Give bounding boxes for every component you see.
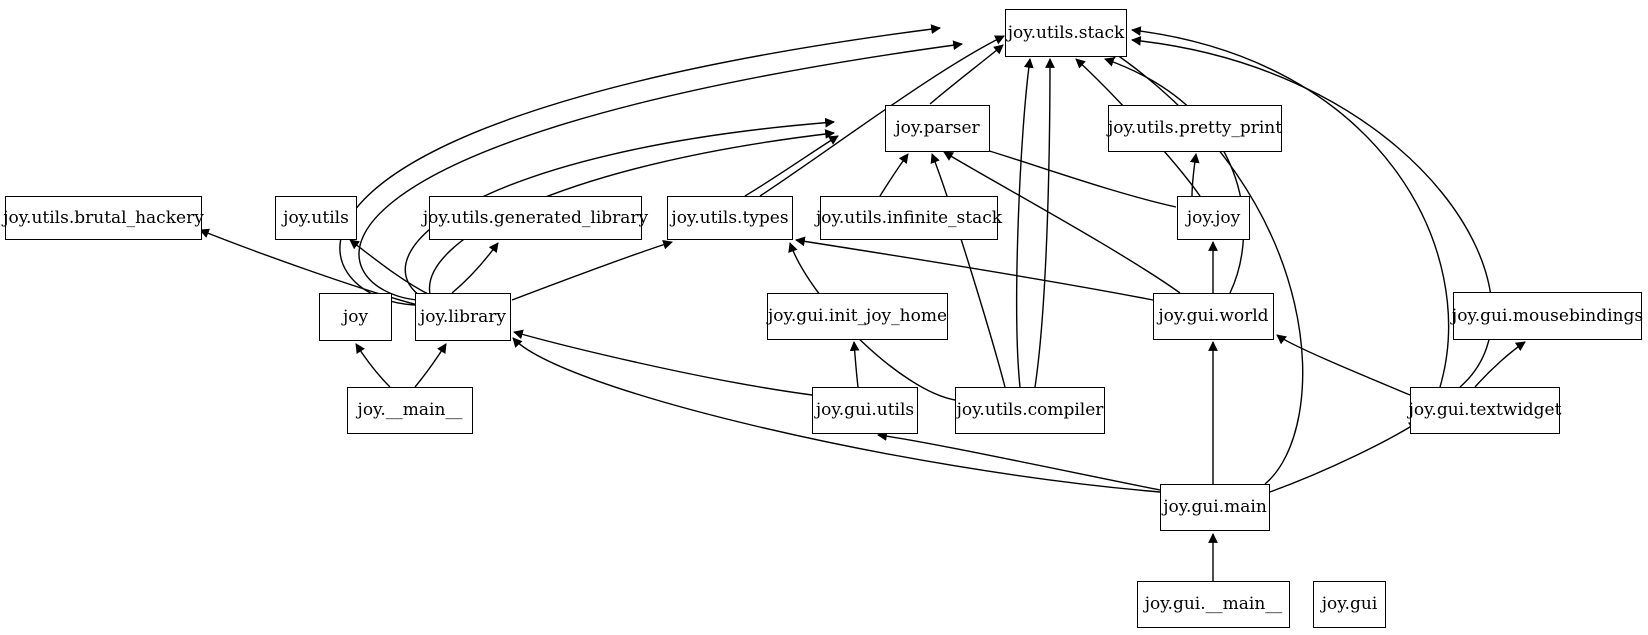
graph-edge xyxy=(1104,57,1245,294)
graph-edge xyxy=(759,35,1005,197)
graph-edge xyxy=(929,44,1004,105)
graph-node-label: joy.utils xyxy=(283,207,349,228)
graph-node-joy-gui[interactable]: joy.gui xyxy=(1313,581,1386,628)
graph-edge xyxy=(358,40,963,301)
graph-node-label: joy.utils.brutal_hackery xyxy=(3,207,204,228)
graph-node-label: joy.gui.init_joy_home xyxy=(767,306,948,326)
graph-node-label: joy.gui.world xyxy=(1158,306,1269,326)
graph-node-joy-library[interactable]: joy.library xyxy=(415,293,511,341)
graph-node-joy-utils-brutal-hackery[interactable]: joy.utils.brutal_hackery xyxy=(3,196,204,240)
graph-node-label: joy.utils.types xyxy=(671,207,789,228)
graph-edge xyxy=(1474,341,1526,388)
graph-edge xyxy=(511,239,673,301)
graph-node-label: joy.gui.mousebindings xyxy=(1451,305,1644,326)
graph-edge xyxy=(199,228,419,306)
graph-edge xyxy=(1131,26,1450,388)
graph-node-joy-utils[interactable]: joy.utils xyxy=(275,196,357,240)
graph-edge xyxy=(1034,58,1055,388)
graph-node-joy-gui-utils[interactable]: joy.gui.utils xyxy=(812,387,918,434)
graph-node-label: joy.utils.pretty_print xyxy=(1107,118,1283,138)
graph-node-joy-gui---main--[interactable]: joy.gui.__main__ xyxy=(1137,581,1290,628)
graph-edge xyxy=(943,151,1181,294)
graph-edge xyxy=(451,242,499,294)
graph-node-joy-utils-types[interactable]: joy.utils.types xyxy=(667,196,793,240)
graph-edge xyxy=(877,431,1161,491)
graph-node-label: joy xyxy=(342,306,369,327)
graph-edge xyxy=(512,337,1161,493)
graph-node-joy-parser[interactable]: joy.parser xyxy=(885,105,990,152)
graph-node-label: joy.__main__ xyxy=(357,400,463,420)
graph-edge xyxy=(1131,36,1493,388)
graph-edge xyxy=(744,135,839,197)
graph-node-joy-gui-world[interactable]: joy.gui.world xyxy=(1153,293,1274,340)
graph-node-label: joy.gui.utils xyxy=(815,400,915,420)
graph-node-joy-joy[interactable]: joy.joy xyxy=(1177,196,1250,240)
graph-node-label: joy.gui xyxy=(1321,594,1378,614)
graph-node-joy-utils-compiler[interactable]: joy.utils.compiler xyxy=(955,387,1105,434)
graph-edge xyxy=(1269,421,1419,493)
graph-node-label: joy.gui.textwidget xyxy=(1408,400,1562,420)
graph-node-label: joy.utils.infinite_stack xyxy=(815,207,1003,228)
graph-edge xyxy=(355,343,391,388)
graph-node-joy-utils-infinite-stack[interactable]: joy.utils.infinite_stack xyxy=(816,196,1002,240)
graph-node-joy-utils-stack[interactable]: joy.utils.stack xyxy=(1005,9,1127,57)
graph-edge xyxy=(513,329,813,396)
graph-edge xyxy=(1016,58,1034,388)
graph-node-label: joy.parser xyxy=(895,118,980,138)
graph-node-joy-gui-textwidget[interactable]: joy.gui.textwidget xyxy=(1408,387,1562,434)
graph-node-joy-gui-mousebindings[interactable]: joy.gui.mousebindings xyxy=(1451,292,1644,340)
graph-edge xyxy=(879,153,909,197)
graph-node-joy-gui-init-joy-home[interactable]: joy.gui.init_joy_home xyxy=(767,293,948,340)
graph-edge xyxy=(849,341,860,388)
graph-edge xyxy=(339,24,941,306)
graph-edge xyxy=(795,236,1154,301)
graph-node-label: joy.joy xyxy=(1186,207,1241,228)
graph-node-joy-utils-pretty-print[interactable]: joy.utils.pretty_print xyxy=(1108,105,1282,152)
graph-node-label: joy.library xyxy=(419,306,506,327)
graph-node-label: joy.utils.compiler xyxy=(956,400,1104,420)
graph-edge xyxy=(1189,153,1200,197)
graph-node-joy-gui-main[interactable]: joy.gui.main xyxy=(1160,484,1270,531)
graph-edge xyxy=(1276,334,1411,396)
graph-edge xyxy=(930,153,1006,388)
graph-node-joy[interactable]: joy xyxy=(319,293,392,341)
graph-edge xyxy=(349,239,431,296)
graph-edge xyxy=(414,343,447,388)
graph-node-label: joy.gui.main xyxy=(1163,497,1267,517)
graph-node-joy-utils-generated-library[interactable]: joy.utils.generated_library xyxy=(423,196,648,240)
graph-node-label: joy.gui.__main__ xyxy=(1144,594,1283,614)
graph-node-joy---main--[interactable]: joy.__main__ xyxy=(347,387,473,434)
graph-node-label: joy.utils.stack xyxy=(1007,22,1125,43)
graph-node-label: joy.utils.generated_library xyxy=(422,207,649,228)
